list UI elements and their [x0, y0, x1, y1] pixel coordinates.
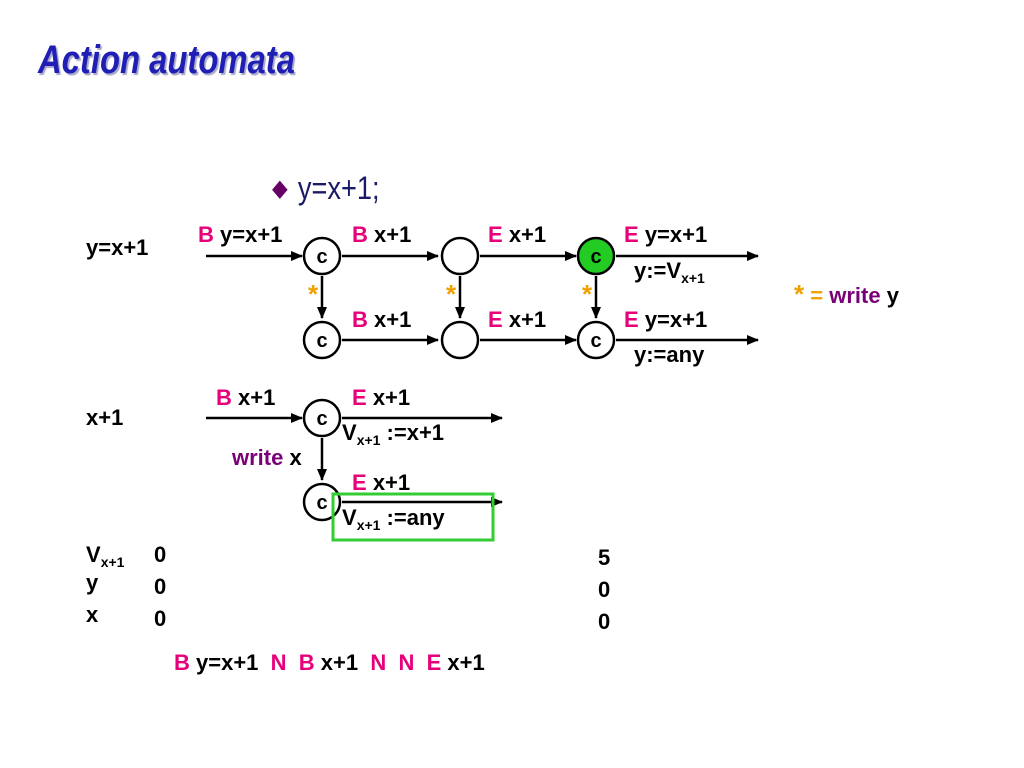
edge-label-mid-e-x1-bot: E x+1 [352, 470, 410, 495]
state-col2-0: 5 [598, 545, 610, 570]
edge-label-e-yx-top: E y=x+1 [624, 222, 707, 247]
node-bot-2 [440, 320, 480, 360]
bullet-item: ◆ y=x+1; [272, 170, 380, 207]
state-col1-1: 0 [154, 574, 166, 599]
edge-label-mid-b-x1: B x+1 [216, 385, 275, 410]
node-mid-2 [302, 482, 342, 522]
row-label-top: y=x+1 [86, 235, 148, 260]
node-mid-1 [302, 398, 342, 438]
assign-mid-bot: Vx+1 :=any [342, 505, 445, 533]
row-label-mid: x+1 [86, 405, 123, 430]
node-bot-3-label: c [590, 330, 601, 352]
state-label-y: y [86, 570, 99, 595]
node-bot-3 [576, 320, 616, 360]
highlight-box [331, 492, 495, 542]
edge-label-b-x1-bot: B x+1 [352, 307, 411, 332]
node-top-3-active [576, 236, 616, 276]
state-label-v: Vx+1 [86, 542, 125, 570]
state-col2-1: 0 [598, 577, 610, 602]
write-x-label: write x [231, 445, 302, 470]
edge-label-e-x1-top: E x+1 [488, 222, 546, 247]
assign-mid-top: Vx+1 :=x+1 [342, 420, 444, 448]
assign-top: y:=Vx+1 [634, 258, 705, 286]
node-bot-1-label: c [316, 330, 327, 352]
node-top-3-label: c [590, 246, 601, 268]
state-col1-2: 0 [154, 606, 166, 631]
state-col2-2: 0 [598, 609, 610, 634]
edge-label-b-yx: B y=x+1 [198, 222, 282, 247]
star-2: * [446, 279, 457, 309]
edge-label-e-yx-bot: E y=x+1 [624, 307, 707, 332]
state-label-x: x [86, 602, 99, 627]
trace: B y=x+1 N B x+1 N N E x+1 [174, 650, 485, 675]
page-title: Action automata [38, 38, 295, 82]
node-top-1 [302, 236, 342, 276]
assign-bot: y:=any [634, 342, 705, 367]
bullet-text: y=x+1; [297, 170, 380, 206]
diamond-bullet-icon: ◆ [272, 175, 288, 202]
edge-label-mid-e-x1-top: E x+1 [352, 385, 410, 410]
star-3: * [582, 279, 593, 309]
node-bot-1 [302, 320, 342, 360]
edge-label-e-x1-bot: E x+1 [488, 307, 546, 332]
node-mid-2-label: c [316, 492, 327, 514]
node-top-2 [440, 236, 480, 276]
star-legend: * = write y [794, 279, 900, 309]
state-col1-0: 0 [154, 542, 166, 567]
node-top-1-label: c [316, 246, 327, 268]
star-1: * [308, 279, 319, 309]
edge-label-b-x1-top: B x+1 [352, 222, 411, 247]
node-mid-1-label: c [316, 408, 327, 430]
